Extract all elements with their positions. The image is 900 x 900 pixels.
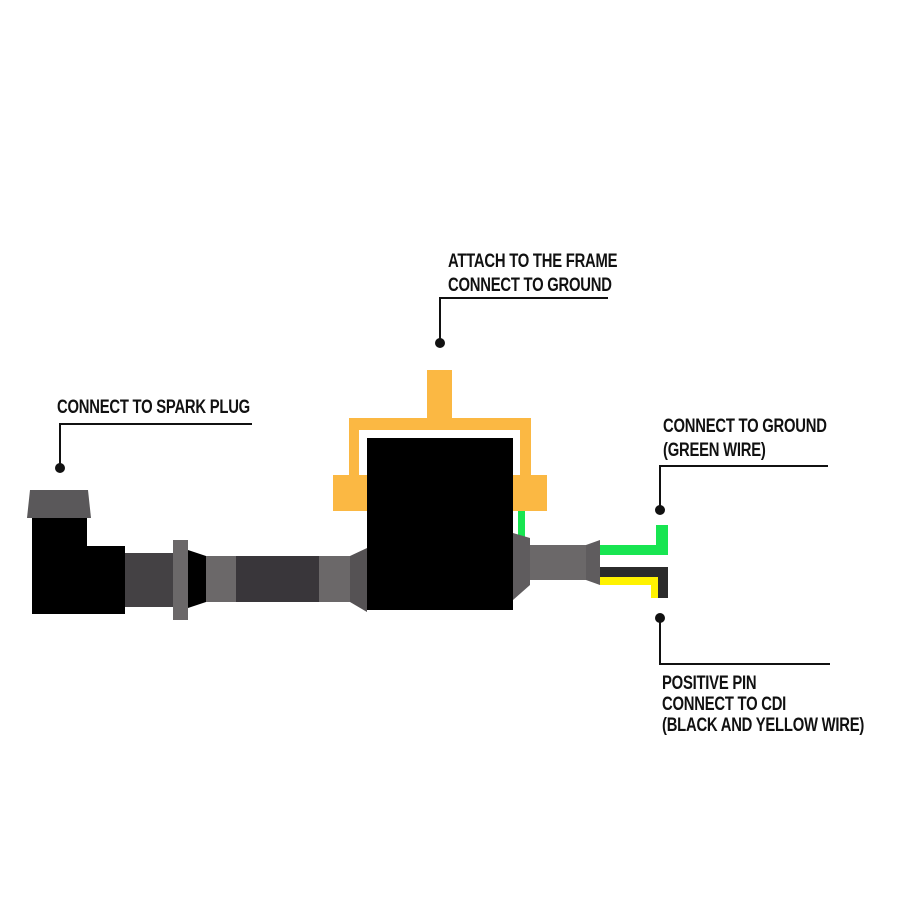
coil-body (367, 438, 513, 610)
spark-plug-label: CONNECT TO SPARK PLUG (57, 396, 250, 420)
label-line: POSITIVE PIN (662, 673, 757, 694)
label-line: CONNECT TO SPARK PLUG (57, 397, 250, 418)
ground-wire-label: CONNECT TO GROUND (GREEN WIRE) (663, 415, 827, 463)
hv-lead-segment (125, 553, 173, 607)
lead-cone-2 (350, 548, 367, 612)
black-wire (600, 567, 668, 598)
label-line: (BLACK AND YELLOW WIRE) (662, 715, 865, 736)
lead-gray-1 (206, 556, 236, 602)
lead-flange (173, 540, 188, 620)
lead-gray-2 (319, 556, 350, 602)
connector-end (586, 540, 600, 585)
label-line: CONNECT TO CDI (662, 694, 787, 715)
leader-dots (55, 338, 665, 623)
green-wire (600, 525, 668, 555)
positive-pin-label: POSITIVE PIN CONNECT TO CDI (BLACK AND Y… (662, 673, 864, 736)
label-line: (GREEN WIRE) (663, 440, 766, 461)
spark-plug-cap (27, 490, 91, 518)
label-line: ATTACH TO THE FRAME (448, 251, 618, 272)
frame-ground-label: ATTACH TO THE FRAME CONNECT TO GROUND (448, 250, 618, 298)
leader-lines (59, 297, 830, 665)
lead-dark (236, 556, 319, 602)
connector-body (530, 545, 586, 580)
connector-cone (513, 533, 530, 600)
label-line: CONNECT TO GROUND (663, 416, 827, 437)
lead-cone (188, 550, 206, 608)
green-ground-stub (518, 511, 525, 537)
yellow-wire (600, 577, 658, 598)
spark-plug-boot (32, 518, 125, 614)
mounting-bracket (333, 370, 547, 511)
label-line: CONNECT TO GROUND (448, 275, 612, 296)
